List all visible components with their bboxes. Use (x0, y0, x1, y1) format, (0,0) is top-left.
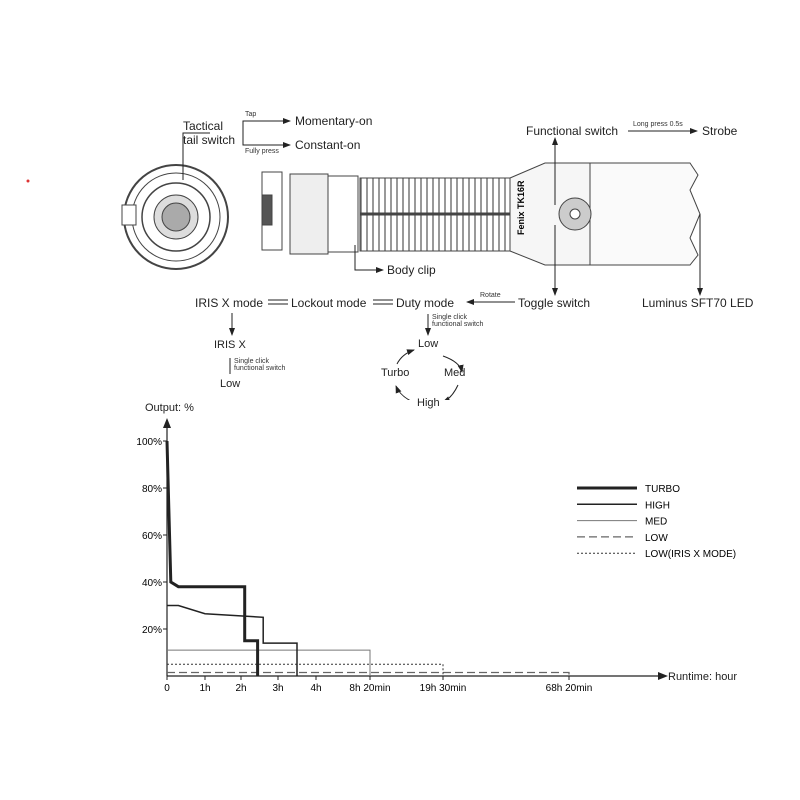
x-tick-label: 19h 30min (420, 683, 467, 694)
duty-turbo-label: Turbo (381, 367, 410, 379)
legend-label: HIGH (645, 500, 670, 511)
iris-low-label: Low (220, 378, 241, 390)
y-tick-label: 80% (142, 484, 162, 495)
legend-label: LOW(IRIS X MODE) (645, 549, 736, 560)
fully-press-label: Fully press (245, 148, 279, 155)
series-med (167, 649, 371, 676)
y-tick-label: 60% (142, 531, 162, 542)
tail-switch-label-2: tail switch (183, 133, 236, 147)
x-tick-label: 2h (235, 683, 246, 694)
functional-switch-label: Functional switch (526, 124, 619, 138)
y-axis-arrow (163, 418, 171, 428)
callout-lines (182, 118, 703, 400)
legend-label: LOW (645, 533, 668, 544)
legend-label: TURBO (645, 484, 680, 495)
led-label: Luminus SFT70 LED (642, 296, 754, 310)
y-tick-label: 20% (142, 625, 162, 636)
series-high (167, 604, 298, 676)
duty-low-label: Low (418, 338, 439, 350)
x-axis-label: Runtime: hour (668, 671, 738, 683)
tail-cap-view (121, 164, 229, 270)
duty-note-1: Single click (432, 314, 468, 321)
x-tick-label: 1h (199, 683, 210, 694)
x-tick-label: 68h 20min (546, 683, 593, 694)
series-low-iris-x-mode- (167, 663, 444, 676)
toggle-switch-label: Toggle switch (518, 296, 591, 310)
iris-note-2: functional switch (234, 365, 286, 372)
duty-note-2: functional switch (432, 321, 484, 328)
duty-high-label: High (417, 397, 440, 409)
y-tick-label: 100% (136, 437, 162, 448)
duty-med-label: Med (444, 367, 466, 379)
duty-mode-label: Duty mode (396, 296, 455, 310)
legend-label: MED (645, 517, 667, 528)
x-tick-label: 0 (164, 683, 170, 694)
brand-logo: Fenix TK16R (516, 180, 526, 235)
tap-label: Tap (245, 111, 257, 118)
rotate-label: Rotate (480, 292, 501, 299)
x-tick-label: 8h 20min (349, 683, 390, 694)
tail-switch-label: Tactical (183, 119, 224, 133)
iris-note-1: Single click (234, 358, 270, 365)
x-tick-label: 4h (310, 683, 321, 694)
flashlight-illustration: Fenix TK16R (26, 118, 703, 400)
y-tick-label: 40% (142, 578, 162, 589)
iris-x-mode-label: IRIS X mode (195, 296, 264, 310)
long-press-label: Long press 0.5s (633, 121, 683, 128)
x-axis-arrow (658, 672, 668, 680)
series-turbo (165, 440, 260, 676)
y-axis-label: Output: % (145, 402, 194, 414)
iris-x-label: IRIS X (214, 339, 246, 351)
body-clip-label: Body clip (387, 263, 436, 277)
x-tick-label: 3h (272, 683, 283, 694)
series-low (167, 671, 570, 676)
lockout-mode-label: Lockout mode (291, 296, 367, 310)
strobe-label: Strobe (702, 124, 738, 138)
flashlight-body (261, 162, 701, 266)
constant-on-label: Constant-on (295, 138, 361, 152)
momentary-on-label: Momentary-on (295, 114, 373, 128)
